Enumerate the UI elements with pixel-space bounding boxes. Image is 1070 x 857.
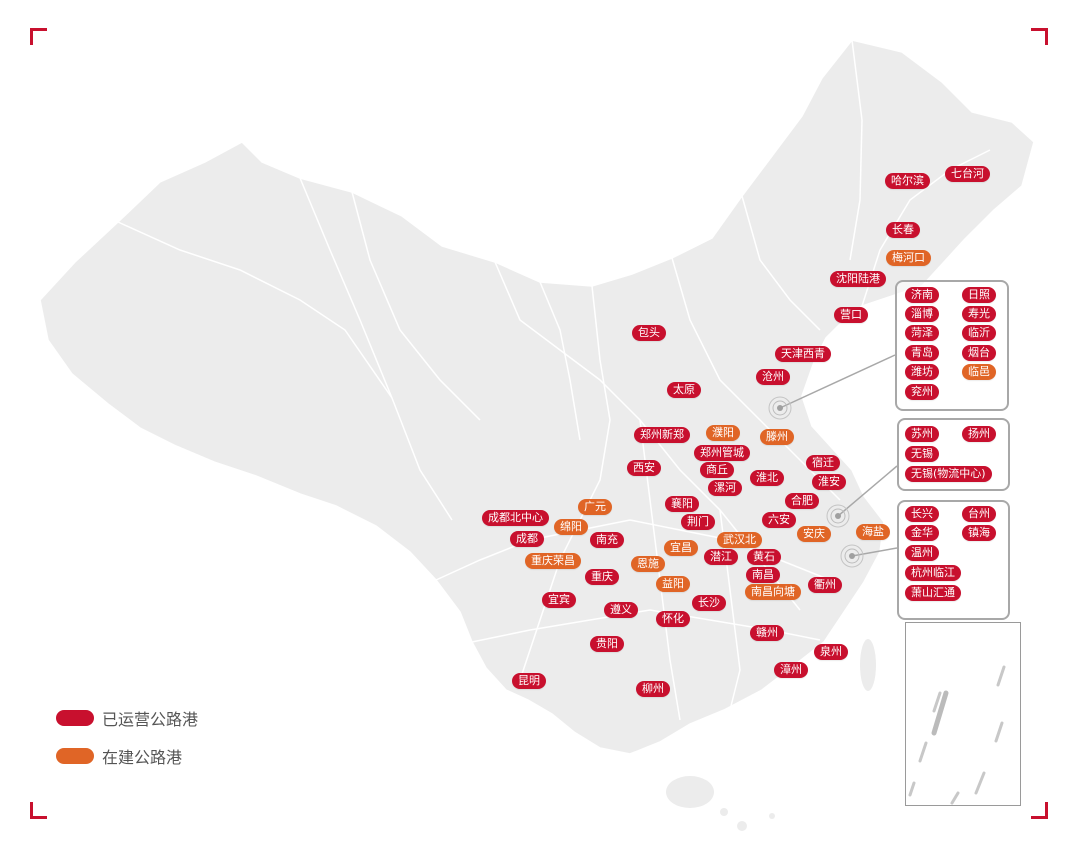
port-label-under-construction[interactable]: 南昌向塘: [745, 584, 801, 600]
port-label-operational[interactable]: 重庆: [585, 569, 619, 585]
port-label-operational[interactable]: 遵义: [604, 602, 638, 618]
port-label-under-construction[interactable]: 武汉北: [717, 532, 762, 548]
port-label-operational[interactable]: 怀化: [656, 611, 690, 627]
legend-swatch-under-construction: [56, 748, 94, 764]
port-label-operational[interactable]: 沈阳陆港: [830, 271, 886, 287]
port-label-under-construction[interactable]: 濮阳: [706, 425, 740, 441]
port-label-operational[interactable]: 淄博: [905, 306, 939, 322]
port-label-under-construction[interactable]: 绵阳: [554, 519, 588, 535]
port-label-operational[interactable]: 南昌: [746, 567, 780, 583]
frame-corner-bottom-right: [1031, 802, 1048, 819]
port-label-operational[interactable]: 宿迁: [806, 455, 840, 471]
port-label-operational[interactable]: 柳州: [636, 681, 670, 697]
port-label-operational[interactable]: 哈尔滨: [885, 173, 930, 189]
port-label-operational[interactable]: 成都: [510, 531, 544, 547]
legend-item-operational: 已运营公路港: [56, 707, 198, 729]
legend-label-operational: 已运营公路港: [102, 710, 199, 729]
port-label-operational[interactable]: 包头: [632, 325, 666, 341]
port-label-operational[interactable]: 南充: [590, 532, 624, 548]
port-label-under-construction[interactable]: 重庆荣昌: [525, 553, 581, 569]
port-label-operational[interactable]: 漯河: [708, 480, 742, 496]
port-label-operational[interactable]: 苏州: [905, 426, 939, 442]
port-label-operational[interactable]: 金华: [905, 525, 939, 541]
port-label-operational[interactable]: 镇海: [962, 525, 996, 541]
port-label-under-construction[interactable]: 宜昌: [664, 540, 698, 556]
frame-corner-bottom-left: [30, 802, 47, 819]
port-label-operational[interactable]: 杭州临江: [905, 565, 961, 581]
taiwan-island: [860, 639, 876, 691]
hainan-island: [666, 776, 714, 808]
legend-swatch-operational: [56, 710, 94, 726]
port-label-operational[interactable]: 无锡(物流中心): [905, 466, 992, 482]
group-anchor-markers: [768, 396, 864, 568]
map-legend: 已运营公路港 在建公路港: [56, 707, 198, 783]
south-china-sea-inset: [905, 622, 1021, 806]
port-label-operational[interactable]: 合肥: [785, 493, 819, 509]
port-label-operational[interactable]: 漳州: [774, 662, 808, 678]
legend-label-under-construction: 在建公路港: [102, 748, 183, 767]
port-label-operational[interactable]: 衢州: [808, 577, 842, 593]
port-label-operational[interactable]: 长沙: [692, 595, 726, 611]
port-label-operational[interactable]: 寿光: [962, 306, 996, 322]
frame-corner-top-right: [1031, 28, 1048, 45]
port-label-operational[interactable]: 临沂: [962, 325, 996, 341]
port-label-operational[interactable]: 济南: [905, 287, 939, 303]
port-label-under-construction[interactable]: 恩施: [631, 556, 665, 572]
port-label-operational[interactable]: 温州: [905, 545, 939, 561]
port-label-under-construction[interactable]: 梅河口: [886, 250, 931, 266]
port-label-operational[interactable]: 襄阳: [665, 496, 699, 512]
legend-item-under-construction: 在建公路港: [56, 745, 198, 767]
port-label-under-construction[interactable]: 滕州: [760, 429, 794, 445]
port-label-operational[interactable]: 无锡: [905, 446, 939, 462]
port-label-operational[interactable]: 郑州管城: [694, 445, 750, 461]
port-label-operational[interactable]: 黄石: [747, 549, 781, 565]
port-label-operational[interactable]: 烟台: [962, 345, 996, 361]
port-label-operational[interactable]: 长兴: [905, 506, 939, 522]
group-connectors: [779, 354, 898, 557]
port-label-operational[interactable]: 潜江: [704, 549, 738, 565]
port-label-under-construction[interactable]: 海盐: [856, 524, 890, 540]
port-label-operational[interactable]: 成都北中心: [482, 510, 549, 526]
port-label-operational[interactable]: 贵阳: [590, 636, 624, 652]
port-label-operational[interactable]: 潍坊: [905, 364, 939, 380]
port-label-operational[interactable]: 天津西青: [775, 346, 831, 362]
port-label-operational[interactable]: 萧山汇通: [905, 585, 961, 601]
port-label-operational[interactable]: 菏泽: [905, 325, 939, 341]
port-label-operational[interactable]: 淮安: [812, 474, 846, 490]
south-china-sea-islands: [908, 665, 1006, 805]
port-label-operational[interactable]: 日照: [962, 287, 996, 303]
china-mainland-shape: [39, 39, 1035, 755]
port-label-operational[interactable]: 西安: [627, 460, 661, 476]
port-label-operational[interactable]: 青岛: [905, 345, 939, 361]
port-label-under-construction[interactable]: 安庆: [797, 526, 831, 542]
port-label-operational[interactable]: 七台河: [945, 166, 990, 182]
port-label-operational[interactable]: 沧州: [756, 369, 790, 385]
port-label-operational[interactable]: 赣州: [750, 625, 784, 641]
port-label-under-construction[interactable]: 广元: [578, 499, 612, 515]
port-label-under-construction[interactable]: 益阳: [656, 576, 690, 592]
port-label-operational[interactable]: 昆明: [512, 673, 546, 689]
port-label-operational[interactable]: 商丘: [700, 462, 734, 478]
port-label-operational[interactable]: 宜宾: [542, 592, 576, 608]
port-label-operational[interactable]: 泉州: [814, 644, 848, 660]
port-label-operational[interactable]: 台州: [962, 506, 996, 522]
port-label-operational[interactable]: 六安: [762, 512, 796, 528]
frame-corner-top-left: [30, 28, 47, 45]
port-label-operational[interactable]: 扬州: [962, 426, 996, 442]
port-label-operational[interactable]: 荆门: [681, 514, 715, 530]
port-label-operational[interactable]: 长春: [886, 222, 920, 238]
port-label-under-construction[interactable]: 临邑: [962, 364, 996, 380]
port-label-operational[interactable]: 兖州: [905, 384, 939, 400]
port-label-operational[interactable]: 郑州新郑: [634, 427, 690, 443]
port-label-operational[interactable]: 营口: [834, 307, 868, 323]
port-label-operational[interactable]: 淮北: [750, 470, 784, 486]
port-label-operational[interactable]: 太原: [667, 382, 701, 398]
